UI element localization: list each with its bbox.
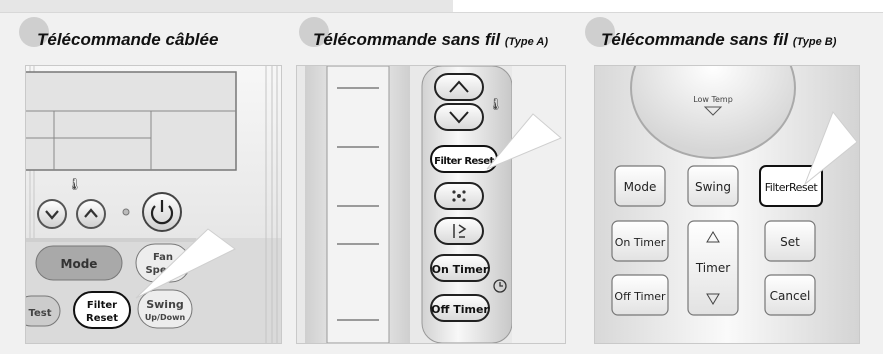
wireless-remote-b-photo: Low Temp Mode Swing FilterReset On Timer… bbox=[594, 65, 860, 344]
on-timer-label: On Timer bbox=[432, 263, 489, 276]
triangle-down-icon bbox=[706, 293, 720, 305]
swing-button-label: Swing bbox=[695, 180, 731, 194]
wired-remote-photo: 🌡 Mode Fan Speed Test Filter Reset bbox=[25, 65, 282, 344]
wired-remote-illustration: 🌡 Mode Fan Speed Test Filter Reset bbox=[26, 66, 281, 343]
panel-2-title-text: Télécommande sans fil bbox=[313, 30, 501, 49]
filter-reset-label: FilterReset bbox=[765, 181, 819, 194]
set-button[interactable] bbox=[764, 220, 816, 262]
swing-button[interactable] bbox=[687, 165, 739, 207]
panel-3-marker bbox=[585, 17, 615, 47]
indicator-led bbox=[122, 208, 130, 216]
on-timer-button[interactable] bbox=[430, 254, 490, 282]
off-timer-label: Off Timer bbox=[614, 290, 666, 303]
triangle-up-icon bbox=[706, 231, 720, 243]
panel-1-marker bbox=[19, 17, 49, 47]
thermometer-icon: 🌡 bbox=[67, 177, 82, 191]
panel-2-title: Télécommande sans fil (Type A) bbox=[313, 30, 548, 50]
mode-button[interactable] bbox=[35, 245, 123, 281]
filter-reset-button[interactable] bbox=[759, 165, 823, 207]
filter-reset-label-1: Filter bbox=[87, 300, 117, 311]
temp-down-button[interactable] bbox=[434, 103, 484, 131]
on-timer-label: On Timer bbox=[615, 236, 666, 249]
panel-2-marker bbox=[299, 17, 329, 47]
set-button-label: Set bbox=[780, 235, 800, 249]
off-timer-button[interactable] bbox=[611, 274, 669, 316]
pointer-arrow-icon bbox=[803, 111, 858, 186]
swing-label-1: Swing bbox=[146, 298, 184, 311]
temperature-dial[interactable] bbox=[630, 66, 796, 159]
cancel-button[interactable] bbox=[764, 274, 816, 316]
power-icon bbox=[150, 200, 174, 225]
triangle-down-icon bbox=[703, 106, 723, 116]
panel-1-title-text: Télécommande câblée bbox=[37, 30, 219, 49]
pointer-arrow-icon bbox=[486, 113, 562, 170]
clock-icon bbox=[493, 279, 507, 293]
chevron-down-icon bbox=[45, 210, 59, 220]
pointer-arrow-icon bbox=[135, 228, 236, 299]
thermometer-icon: 🌡 bbox=[488, 97, 503, 111]
wireless-remote-a-illustration: 🌡 Filter Reset On Timer Off Timer bbox=[297, 66, 565, 343]
filter-reset-label: Filter Reset bbox=[434, 156, 494, 167]
temp-down-button[interactable] bbox=[37, 199, 67, 229]
filter-reset-button[interactable] bbox=[73, 291, 131, 329]
low-temp-label: Low Temp bbox=[693, 95, 733, 104]
wireless-remote-a-photo: 🌡 Filter Reset On Timer Off Timer bbox=[296, 65, 566, 344]
wireless-remote-b-illustration: Low Temp Mode Swing FilterReset On Timer… bbox=[595, 66, 859, 343]
chevron-up-icon bbox=[449, 80, 469, 93]
panel-1-title: Télécommande câblée bbox=[37, 30, 218, 50]
off-timer-button[interactable] bbox=[430, 294, 490, 322]
fan-speed-label-2: Speed bbox=[145, 265, 180, 276]
mode-button-label: Mode bbox=[61, 257, 98, 271]
temp-up-button[interactable] bbox=[76, 199, 106, 229]
top-bar bbox=[0, 0, 453, 12]
cancel-button-label: Cancel bbox=[770, 289, 811, 303]
on-timer-button[interactable] bbox=[611, 220, 669, 262]
chevron-down-icon bbox=[449, 111, 469, 124]
mode-button-label: Mode bbox=[624, 180, 657, 194]
fan-speed-label-1: Fan bbox=[153, 252, 173, 263]
swing-icon bbox=[453, 224, 467, 238]
lcd-screen bbox=[26, 71, 237, 171]
temp-up-button[interactable] bbox=[434, 73, 484, 101]
panel-3-title-text: Télécommande sans fil bbox=[601, 30, 789, 49]
swing-label-2: Up/Down bbox=[145, 313, 186, 322]
panel-3-title: Télécommande sans fil (Type B) bbox=[601, 30, 836, 50]
panel-2-subtitle: (Type A) bbox=[504, 36, 548, 48]
mode-button[interactable] bbox=[614, 165, 666, 207]
panel-3-subtitle: (Type B) bbox=[792, 36, 837, 48]
timer-button[interactable] bbox=[687, 220, 739, 316]
swing-button[interactable] bbox=[137, 289, 193, 329]
swing-button[interactable] bbox=[434, 217, 484, 245]
test-button-label: Test bbox=[28, 308, 51, 319]
fan-icon bbox=[452, 190, 466, 202]
filter-reset-label-2: Reset bbox=[86, 313, 118, 324]
test-button[interactable] bbox=[26, 295, 61, 327]
off-timer-label: Off Timer bbox=[431, 303, 489, 316]
timer-label: Timer bbox=[695, 261, 730, 275]
chevron-up-icon bbox=[84, 208, 98, 218]
